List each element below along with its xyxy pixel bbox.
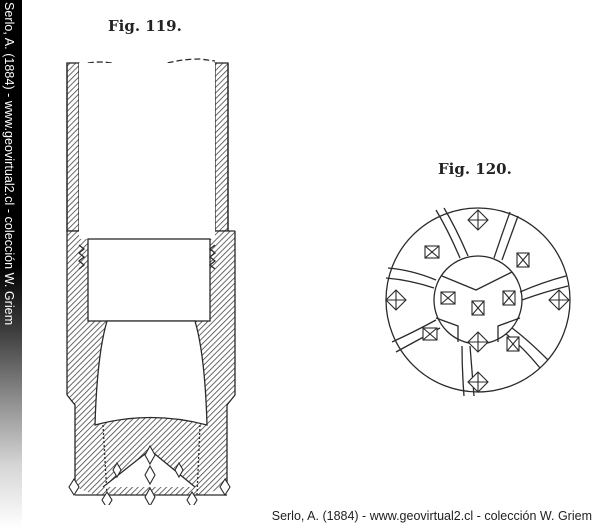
figure-119-title: Fig. 119. bbox=[108, 17, 182, 35]
watermark-side-band: Serlo, A. (1884) - www.geovirtual2.cl - … bbox=[0, 0, 22, 529]
credit-caption: Serlo, A. (1884) - www.geovirtual2.cl - … bbox=[271, 509, 592, 523]
figure-120-title: Fig. 120. bbox=[438, 160, 512, 178]
diamond-cutters bbox=[68, 444, 231, 505]
figure-119-drill-section bbox=[66, 58, 236, 505]
diamond-settings bbox=[385, 209, 570, 393]
figure-120-crown-bottom-view bbox=[385, 207, 571, 397]
watermark-vertical-text: Serlo, A. (1884) - www.geovirtual2.cl - … bbox=[2, 2, 16, 326]
